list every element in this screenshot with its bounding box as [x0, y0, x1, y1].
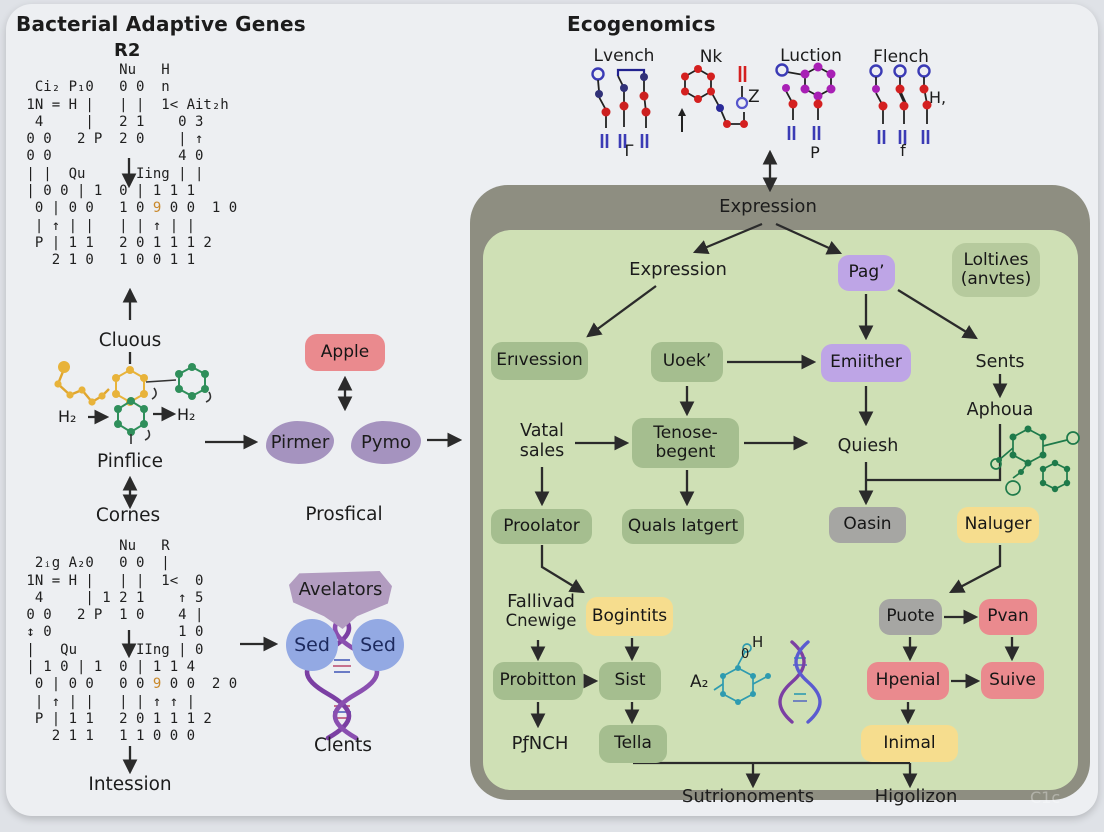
flench-side-label: H, — [929, 88, 947, 107]
cornes-label: Cornes — [95, 505, 161, 526]
ervession-node: Erıvession — [491, 342, 588, 380]
pvan-node: Pvan — [979, 599, 1037, 635]
tella-node: Tella — [599, 725, 667, 763]
flench-sub-label: f — [900, 141, 906, 160]
watermark: C1c — [1030, 788, 1061, 807]
eco-title: Ecogenomics — [567, 12, 716, 36]
arrow-naluger-to-puote — [949, 545, 1002, 594]
lvench-sub-label: Γ — [624, 141, 634, 160]
pirmer-node: Pirmer — [266, 421, 334, 464]
arrow-header-to-expression — [692, 222, 763, 254]
inimal-node: Inimal — [861, 725, 958, 762]
lvench-molecule — [591, 67, 651, 148]
bogintits-node: Bogintits — [586, 597, 673, 636]
luction-sub-label: P — [810, 143, 820, 162]
sutrionoments-label: Sutrionoments — [681, 786, 815, 807]
pfnch-label: PƒNCH — [511, 733, 569, 754]
pinflice-label: Pinflice — [97, 451, 163, 472]
flench-molecule — [869, 64, 932, 144]
nk-molecule — [678, 65, 749, 132]
line-aphoua-elbow — [866, 424, 1002, 482]
probitton-node: Probitton — [493, 662, 583, 700]
sist-node: Sist — [599, 662, 661, 700]
emiither-node: Emiither — [821, 344, 911, 382]
molecule-o-label: 0 — [741, 647, 750, 662]
quals-latgert-node: Quals latgert — [622, 509, 744, 544]
hpenial-node: Hpenial — [867, 662, 949, 700]
pag-node: Pag’ — [838, 255, 895, 291]
arrow-pag-to-sents — [897, 289, 978, 340]
a2-label: A₂ — [690, 672, 709, 692]
molecule-h-label: H — [752, 633, 764, 651]
lvench-label: Lvench — [593, 46, 655, 66]
puote-node: Puote — [879, 599, 942, 635]
nk-side-label: Z — [748, 87, 760, 107]
oasin-node: Oasin — [829, 507, 906, 543]
prosfical-label: Prosfical — [305, 504, 383, 525]
clents-label: Clents — [313, 735, 373, 756]
luction-molecule — [775, 62, 836, 140]
naluger-node: Naluger — [957, 507, 1039, 543]
tenose-begent-node: Tenose- begent — [632, 418, 739, 468]
suive-node: Suive — [981, 662, 1044, 699]
nk-label: Nk — [699, 47, 723, 67]
quiesh-label: Quiesh — [837, 436, 899, 456]
apple-node: Apple — [305, 334, 385, 371]
left-title: Bacterial Adaptive Genes — [16, 12, 306, 36]
panel-dna-molecule — [713, 640, 822, 724]
panel-header-label: Expression — [719, 196, 817, 217]
luction-label: Luction — [780, 46, 842, 66]
arrow-expression-to-ervession — [586, 285, 657, 338]
r2-label: R2 — [114, 40, 141, 61]
loltives-node: Loltiʌes (anvtes) — [952, 243, 1040, 297]
uoek-node: Uoek’ — [651, 342, 723, 382]
aphoua-molecule — [990, 425, 1080, 496]
cluous-label: Cluous — [98, 330, 162, 351]
proolator-node: Proolator — [491, 509, 592, 544]
alignment-matrix-bottom: Nu R 2ᵢg A₂0 0 0 | 1N = H | | | 1< 0 4 |… — [26, 538, 238, 745]
sed-left-node: Sed — [286, 619, 338, 671]
sed-right-node: Sed — [352, 619, 404, 671]
aphoua-label: Aphoua — [966, 400, 1034, 420]
vatal-sales-label: Vatal sales — [519, 421, 565, 462]
expression-inner-label: Expression — [629, 259, 727, 280]
flench-label: Flench — [873, 47, 929, 67]
alignment-matrix-top: Nu H Ci₂ P₁0 0 0 n 1N = H | | | 1< Ait₂h… — [26, 62, 238, 269]
pymo-node: Pymo — [351, 421, 421, 464]
arrow-proolator-to-bogintits — [540, 545, 585, 594]
fallivad-cnewige-label: Fallivad Cnewige — [505, 591, 577, 630]
pinflice-molecule — [54, 361, 212, 444]
intession-label: Intession — [88, 774, 172, 795]
arrow-header-to-pag — [775, 222, 843, 255]
sents-label: Sents — [975, 352, 1025, 372]
h2-left-label: H₂ — [58, 407, 77, 426]
h2-right-label: H₂ — [177, 405, 196, 424]
higolizon-label: Higolizon — [874, 786, 958, 807]
